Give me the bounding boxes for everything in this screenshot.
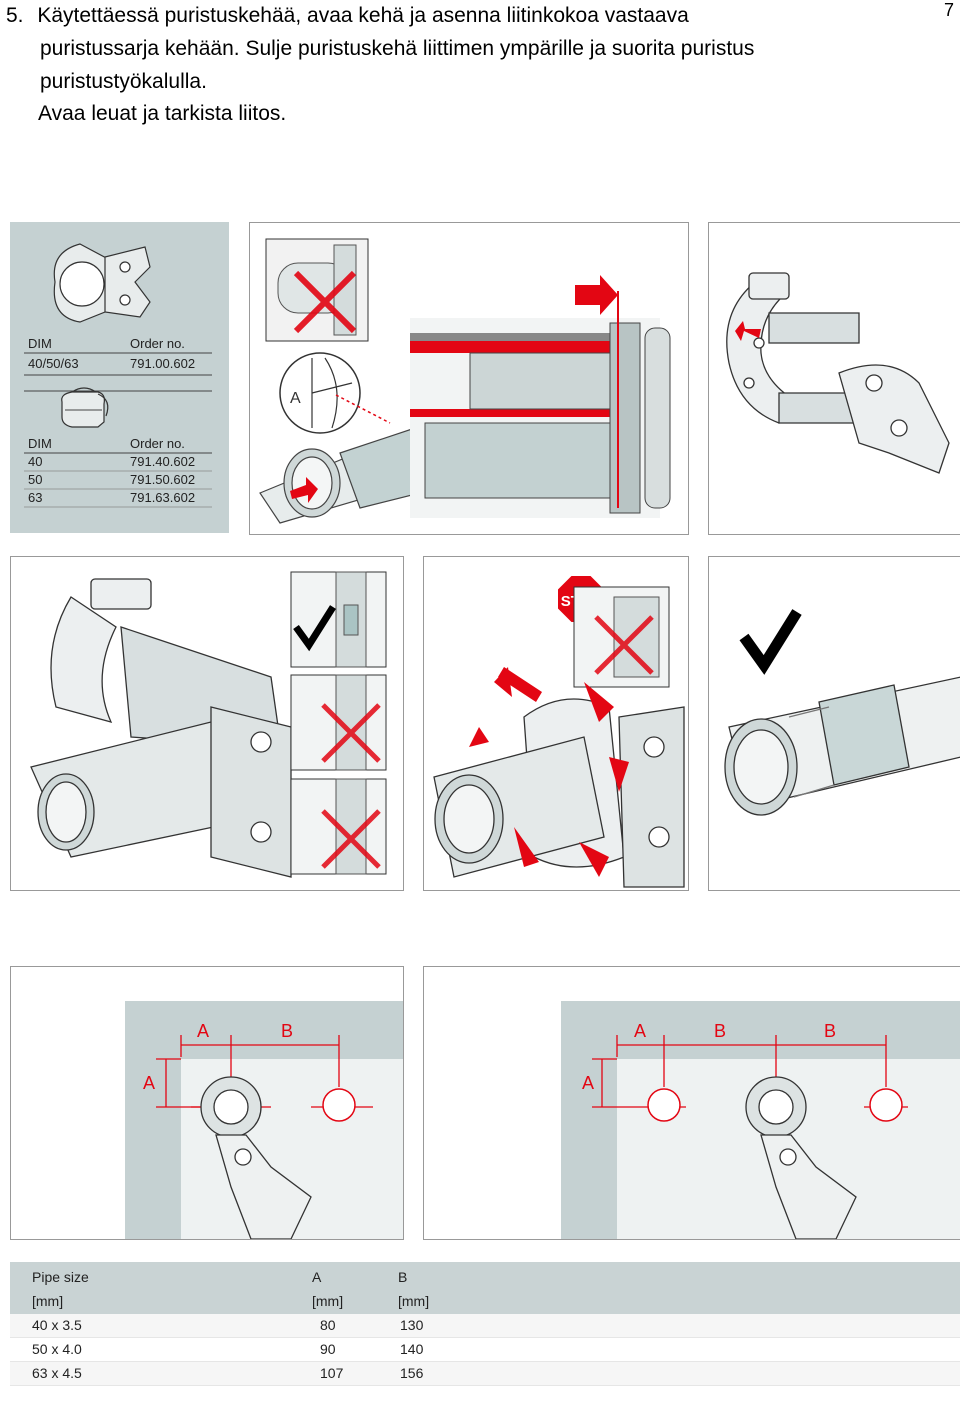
header-b: B — [398, 1269, 408, 1285]
dim-label-a-top: A — [634, 1021, 646, 1041]
press-ring-illustration — [53, 243, 151, 323]
cell-size: 63 x 4.5 — [32, 1365, 82, 1381]
table-row: 50 x 4.0 90 140 — [10, 1338, 960, 1362]
parts-list-drawing: DIM Order no. 40/50/63 791.00.602 DIM Or… — [24, 243, 212, 508]
cell-b: 130 — [400, 1317, 424, 1333]
dim-label-a-side: A — [582, 1073, 594, 1093]
next-fitting-position — [322, 1088, 356, 1122]
insertion-depth-detail: A — [279, 352, 391, 434]
red-cross-icon — [594, 615, 654, 675]
table2-order-cell-1: 791.40.602 — [130, 454, 195, 469]
fitting-cross-section — [410, 275, 671, 518]
ring-closed-drawing — [30, 571, 387, 878]
table2-header-order: Order no. — [130, 436, 185, 451]
insertion-drawing: A — [259, 238, 671, 524]
table-header: Pipe size [mm] A [mm] B [mm] — [10, 1262, 960, 1314]
red-arrow-icon — [575, 275, 618, 315]
correct-position-inset — [290, 571, 387, 668]
pressing-panel: STOP — [423, 556, 689, 891]
instruction-line-4: Avaa leuat ja tarkista liitos. — [38, 102, 287, 125]
cell-size: 40 x 3.5 — [32, 1317, 82, 1333]
pipe-clearance-table: Pipe size [mm] A [mm] B [mm] 40 x 3.5 80… — [10, 1262, 960, 1386]
insertion-panel: A — [249, 222, 689, 535]
instruction-line-1: 5. Käytettäessä puristuskehää, avaa kehä… — [6, 0, 689, 31]
check-mark-icon — [293, 605, 336, 652]
header-pipe-size: Pipe size — [32, 1269, 89, 1285]
pressed-fitting-illustration — [724, 676, 960, 816]
table-row: 63 x 4.5 107 156 — [10, 1362, 960, 1386]
instruction-line-2: puristussarja kehään. Sulje puristuskehä… — [40, 37, 755, 60]
press-tool-illustration — [745, 1076, 857, 1239]
wrong-insertion-inset — [265, 238, 369, 342]
pressing-drawing: STOP — [433, 574, 685, 888]
dim-label-a-top: A — [197, 1021, 209, 1041]
table2-order-cell-3: 791.63.602 — [130, 490, 195, 505]
press-tool-illustration — [200, 1076, 312, 1239]
table2-dim-cell-2: 50 — [28, 472, 42, 487]
press-ring-closed-illustration — [30, 578, 292, 878]
ring-closed-panel — [10, 556, 404, 891]
red-arrow-icon — [735, 321, 761, 341]
table-row: 40 x 3.5 80 130 — [10, 1314, 960, 1338]
clearance-drawing-left: A B A — [125, 1001, 403, 1239]
page-number: 7 — [943, 0, 954, 20]
dim-label-b1-top: B — [714, 1021, 726, 1041]
finished-joint-drawing — [724, 609, 960, 816]
header-b-unit: [mm] — [398, 1293, 430, 1309]
instruction-text-1: Käytettäessä puristuskehää, avaa kehä ja… — [37, 4, 689, 27]
red-arrow-icons — [469, 667, 629, 877]
press-ring-open-illustration — [726, 272, 950, 474]
table2-order-cell-2: 791.50.602 — [130, 472, 195, 487]
cell-b: 156 — [400, 1365, 424, 1381]
dim-label-b-top: B — [281, 1021, 293, 1041]
open-ring-panel — [708, 222, 960, 535]
table2-header-dim: DIM — [28, 436, 52, 451]
clearance-panel-left: A B A — [10, 966, 404, 1240]
instruction-line-3: puristustyökalulla. — [40, 70, 207, 93]
insertion-depth-label: A — [290, 390, 301, 407]
header-pipe-size-unit: [mm] — [32, 1293, 64, 1309]
cell-a: 90 — [320, 1341, 336, 1357]
dim-label-a-side: A — [143, 1073, 155, 1093]
prev-fitting-position — [647, 1088, 681, 1122]
red-cross-icon — [293, 270, 357, 334]
parts-list-panel: DIM Order no. 40/50/63 791.00.602 DIM Or… — [10, 222, 229, 533]
wrong-position-inset-1 — [290, 674, 387, 771]
red-cross-icon — [321, 809, 381, 869]
table-body: 40 x 3.5 80 130 50 x 4.0 90 140 63 x 4.5… — [10, 1314, 960, 1386]
clearance-drawing-right: A B B A — [561, 1001, 960, 1239]
red-arrow-icon — [290, 477, 318, 503]
header-a: A — [312, 1269, 322, 1285]
table2-dim-cell-1: 40 — [28, 454, 42, 469]
cell-a: 107 — [320, 1365, 344, 1381]
step-number: 5. — [6, 4, 24, 27]
next-fitting-position — [869, 1088, 903, 1122]
closed-ring-on-fitting-illustration — [433, 698, 685, 888]
table1-header-order: Order no. — [130, 336, 185, 351]
clearance-panel-right: A B B A — [423, 966, 960, 1240]
wrong-position-inset-2 — [290, 778, 387, 875]
table1-dim-cell: 40/50/63 — [28, 356, 79, 371]
cell-b: 140 — [400, 1341, 424, 1357]
cell-size: 50 x 4.0 — [32, 1341, 82, 1357]
check-mark-icon — [739, 609, 802, 675]
dim-label-b2-top: B — [824, 1021, 836, 1041]
red-cross-icon — [321, 703, 381, 763]
stop-inset — [573, 586, 670, 688]
table1-order-cell: 791.00.602 — [130, 356, 195, 371]
header-a-unit: [mm] — [312, 1293, 344, 1309]
press-insert-illustration — [61, 387, 109, 428]
table2-dim-cell-3: 63 — [28, 490, 42, 505]
table1-header-dim: DIM — [28, 336, 52, 351]
cell-a: 80 — [320, 1317, 336, 1333]
finished-joint-panel — [708, 556, 960, 891]
open-ring-drawing — [726, 272, 950, 474]
